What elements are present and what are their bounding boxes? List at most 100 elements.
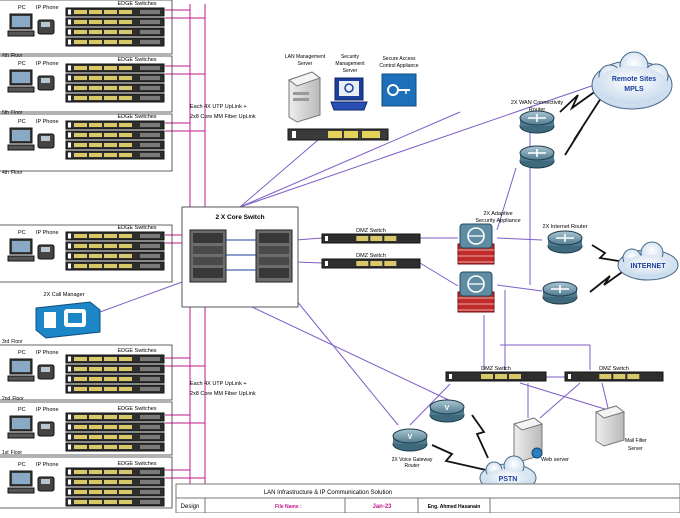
pc-label: PC (18, 5, 26, 11)
floor-panel-border (0, 0, 173, 55)
floor-word: Floor (11, 110, 23, 116)
voice-gateway-label-2: Router (404, 463, 419, 469)
edge-switch (65, 73, 165, 83)
wan-router-label-2: Router (529, 107, 546, 113)
security-appliance-label-2: Security Appliance (475, 218, 520, 224)
edge-switch (65, 497, 165, 507)
ip-phone-icon (37, 75, 55, 91)
security-appliance-2 (457, 271, 495, 313)
voice-gateway-label-1: 2X Voice Gateway (392, 457, 433, 463)
ip-phone-icon (37, 421, 55, 437)
pc-label: PC (18, 119, 26, 125)
call-manager-label: 2X Call Manager (44, 292, 85, 298)
ip-phone-icon (37, 476, 55, 492)
wan-router-label-1: 2X WAN Connectivity (511, 100, 564, 106)
security-mgmt-label-2: Management (335, 61, 365, 67)
dmz-switch-3: DMZ Switch (445, 366, 547, 382)
pc-label: PC (18, 407, 26, 413)
diagram-title: LAN Infrastructure & IP Communication So… (264, 490, 392, 496)
floor-word: Floor (11, 339, 23, 345)
edge-switch (65, 130, 165, 140)
router-arrows-icon (556, 234, 574, 242)
edge-switches-title: EDGE Switches (117, 57, 156, 63)
edge-switch (65, 7, 165, 17)
edge-switches-title: EDGE Switches (117, 348, 156, 354)
design-label: Design (181, 504, 200, 510)
pc-icon (7, 13, 35, 37)
floor-number: 2nd (2, 396, 11, 402)
floor-word: Floor (11, 170, 23, 176)
floor-panel: PC IP Phone EDGE Switches (0, 224, 173, 283)
management-switch (287, 128, 389, 141)
web-server-label: Web server (541, 457, 569, 463)
voice-gateway-router-1: V (429, 399, 465, 423)
lan-management-label-1: LAN Management (285, 54, 326, 60)
edge-switches-title: EDGE Switches (117, 225, 156, 231)
security-mgmt-label-3: Server (343, 68, 358, 74)
title-block: LAN Infrastructure & IP Communication So… (175, 483, 680, 514)
edge-switches-title: EDGE Switches (117, 114, 156, 120)
file-name-label: File Name : (275, 504, 302, 510)
edge-switch (65, 251, 165, 261)
floor-number: 4th (2, 170, 9, 176)
dmz-switch-label: DMZ Switch (599, 366, 629, 372)
floor-panel-border (0, 456, 173, 509)
mpls-label: MPLS (624, 86, 644, 93)
internet-label: INTERNET (631, 263, 667, 270)
ip-phone-label: IP Phone (36, 230, 59, 236)
remote-sites-cloud: Remote Sites MPLS (591, 51, 673, 110)
remote-sites-label: Remote Sites (612, 76, 656, 83)
wan-router-2 (519, 145, 555, 169)
edge-switch (65, 384, 165, 394)
floor-word: Floor (11, 450, 23, 456)
dmz-switch-2: DMZ Switch (321, 253, 421, 269)
edge-switch (65, 261, 165, 271)
internet-router-label: 2X Internet Router (543, 224, 588, 230)
wan-router-1 (519, 110, 555, 134)
pc-icon (7, 470, 35, 494)
ip-phone-icon (37, 364, 55, 380)
pc-icon (7, 358, 35, 382)
voice-icon: V (445, 405, 450, 412)
edge-switch (65, 37, 165, 47)
edge-switch (65, 140, 165, 150)
internet-router-1 (547, 230, 583, 254)
ip-phone-icon (37, 244, 55, 260)
edge-switch (65, 422, 165, 432)
edge-switch (65, 83, 165, 93)
secure-access-label-1: Secure Access (382, 56, 416, 62)
call-manager: 2X Call Manager (35, 292, 101, 339)
edge-switch (65, 120, 165, 130)
wan-router-label: 2X WAN Connectivity Router (511, 100, 564, 113)
floor-word: Floor (12, 396, 24, 402)
edge-switch (65, 231, 165, 241)
dmz-switch-1: DMZ Switch (321, 228, 421, 244)
floor-number: 5th (2, 110, 9, 116)
lan-management-label-2: Server (298, 61, 313, 67)
floor-panel-border (0, 401, 173, 456)
lan-management-server: LAN Management Server (285, 54, 326, 123)
uplink-upper-line-1: Each 4X UTP UpLink + (190, 104, 247, 110)
pc-icon (7, 415, 35, 439)
dmz-switch-4: DMZ Switch (564, 366, 664, 382)
ip-phone-label: IP Phone (36, 5, 59, 11)
pc-label: PC (18, 230, 26, 236)
router-arrows-icon (528, 149, 546, 157)
edge-switches-title: EDGE Switches (117, 461, 156, 467)
pc-label: PC (18, 350, 26, 356)
edge-switch (65, 442, 165, 452)
edge-switch (65, 432, 165, 442)
ip-phone-label: IP Phone (36, 407, 59, 413)
core-switch-right (255, 229, 293, 283)
edge-switch (65, 412, 165, 422)
core-switch-title: 2 X Core Switch (215, 214, 264, 221)
security-appliance-label-1: 2X Adaptive (483, 211, 512, 217)
uplink-upper-line-2: 2x8 Core MM Fiber UpLink (190, 114, 256, 120)
edge-switch (65, 477, 165, 487)
edge-switch (65, 150, 165, 160)
